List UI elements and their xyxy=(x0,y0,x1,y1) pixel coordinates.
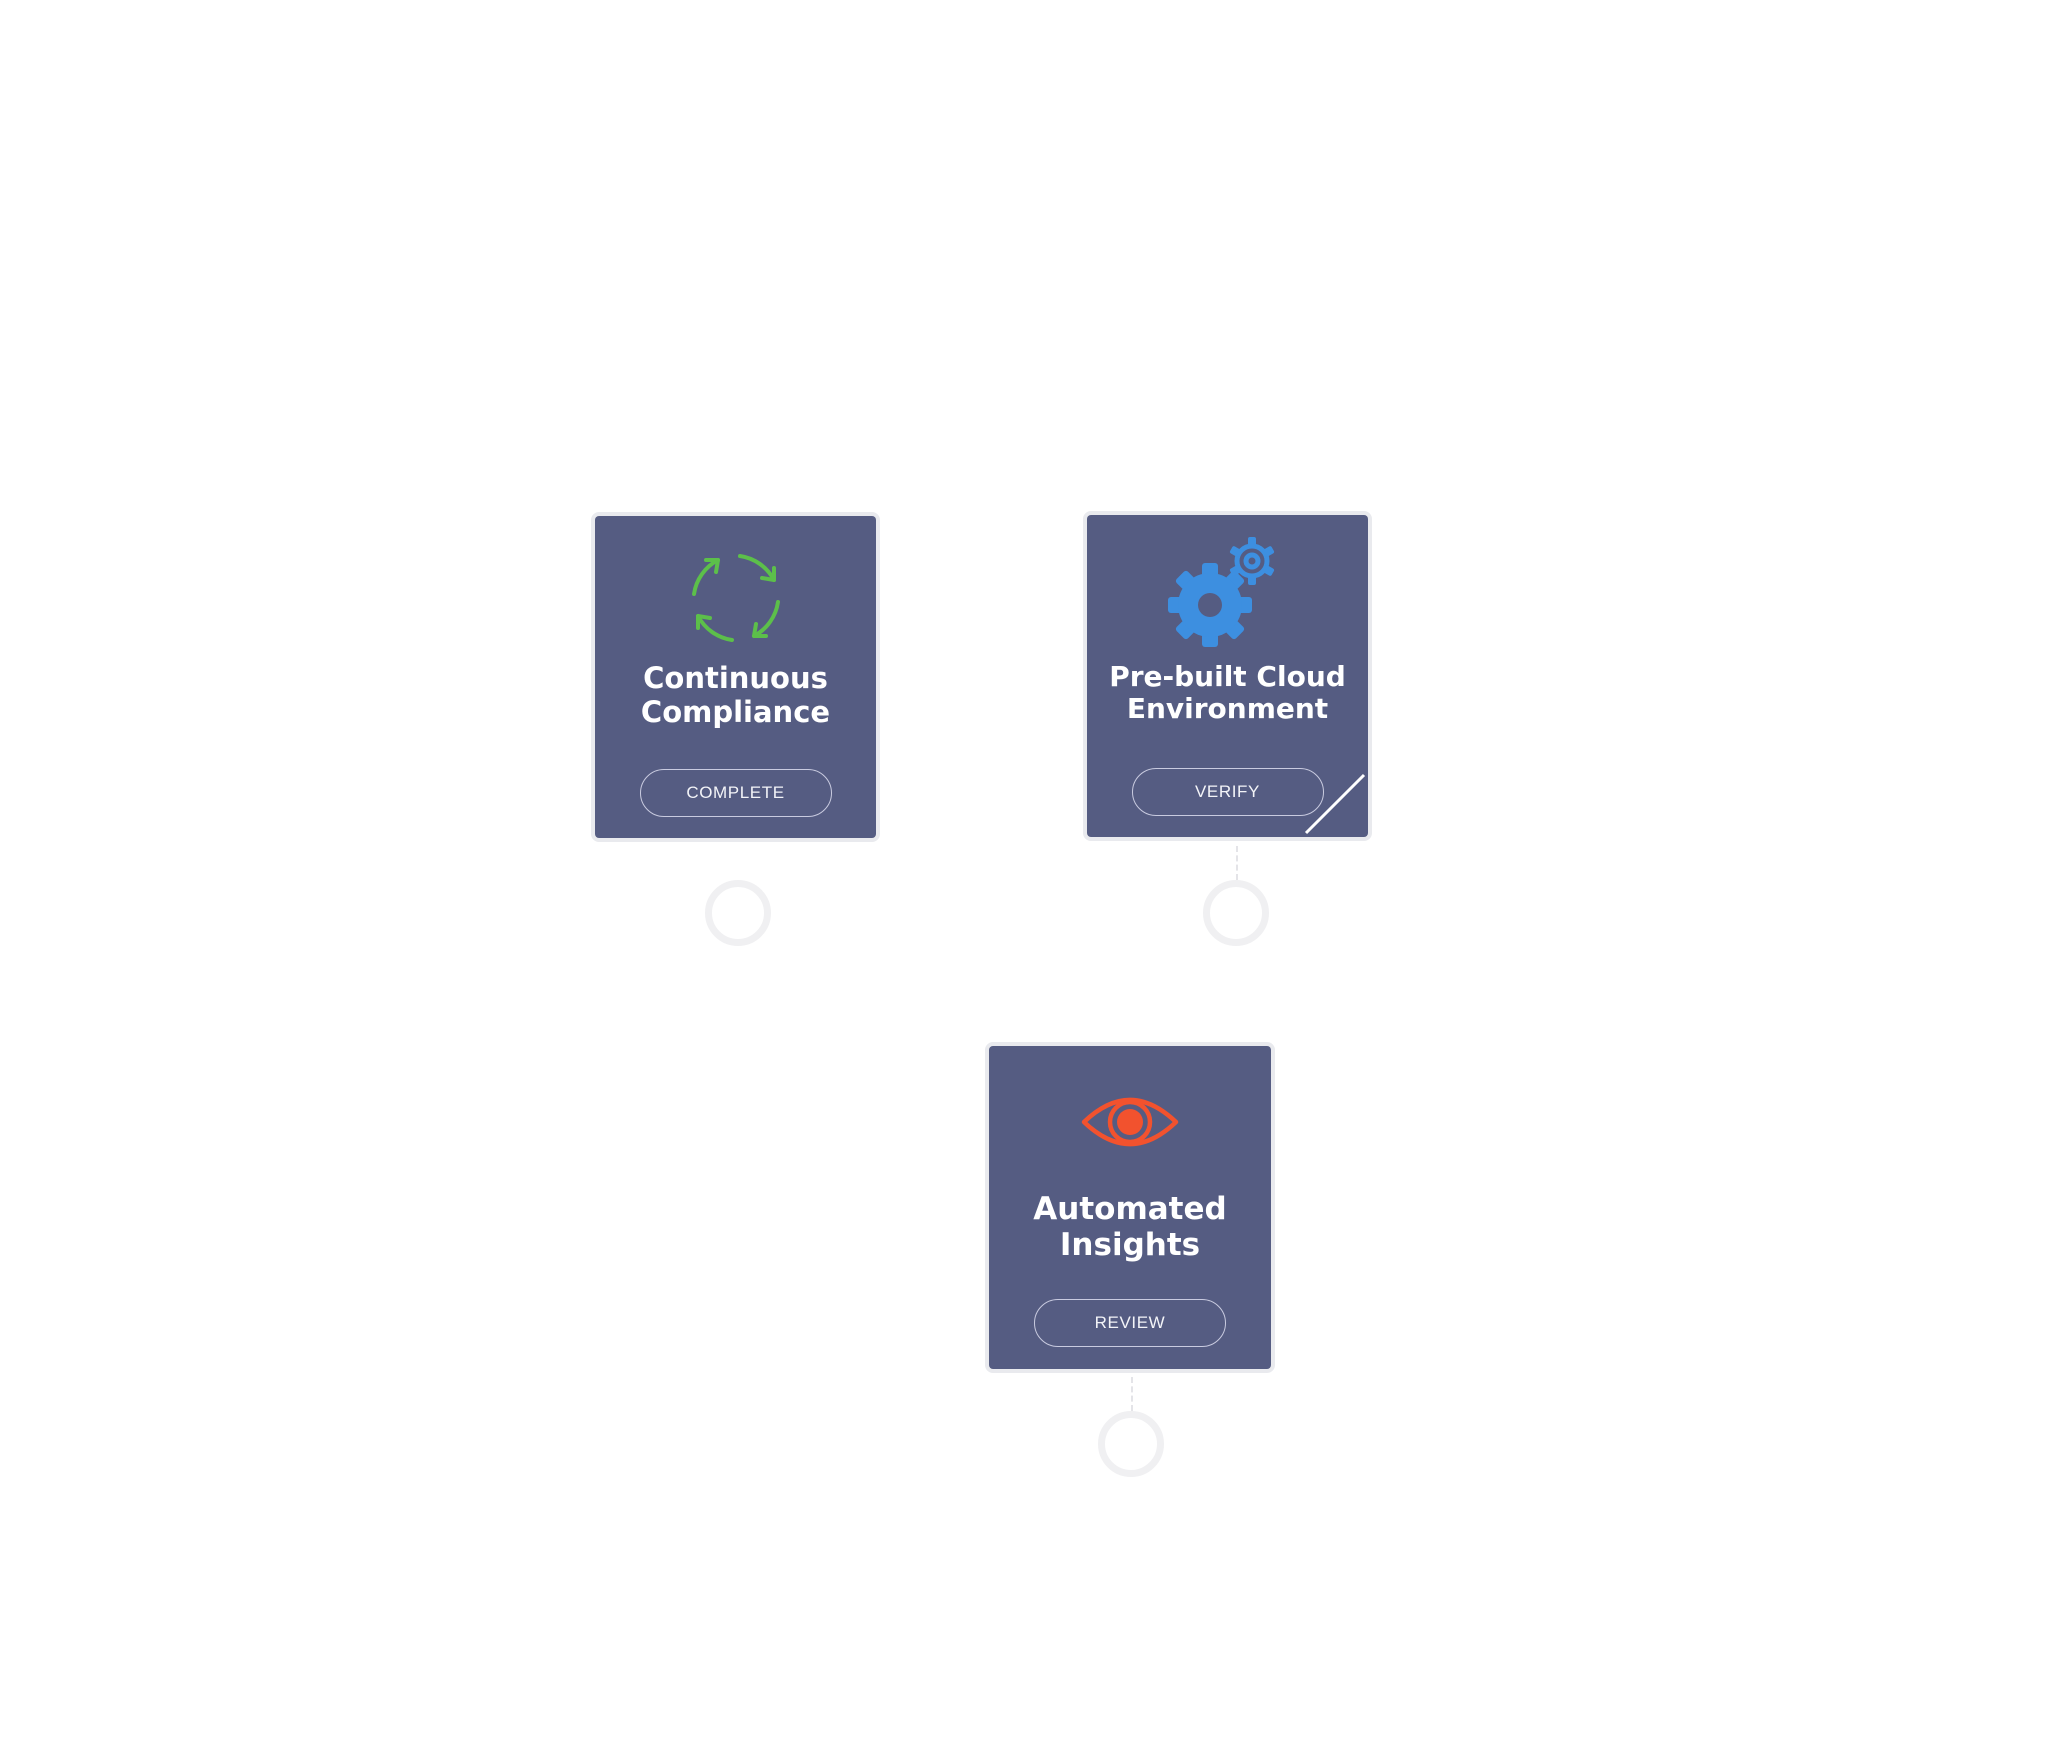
review-button[interactable]: REVIEW xyxy=(1034,1299,1226,1347)
status-ring xyxy=(1203,880,1269,946)
card-body: Continuous Compliance COMPLETE xyxy=(595,516,876,838)
card-prebuilt-cloud: Pre-built Cloud Environment VERIFY xyxy=(1083,511,1372,841)
card-title: Continuous Compliance xyxy=(640,661,831,729)
status-ring xyxy=(1098,1411,1164,1477)
card-title: Automated Insights xyxy=(1033,1191,1227,1263)
complete-button[interactable]: COMPLETE xyxy=(639,769,832,817)
refresh-cycle-icon xyxy=(678,540,794,656)
corner-fold-mark xyxy=(1304,773,1366,835)
connector-line xyxy=(1131,1377,1133,1411)
card-body: Automated Insights REVIEW xyxy=(989,1046,1271,1369)
status-ring xyxy=(705,880,771,946)
card-continuous-compliance: Continuous Compliance COMPLETE xyxy=(591,512,880,842)
card-body: Pre-built Cloud Environment VERIFY xyxy=(1087,515,1368,837)
eye-icon xyxy=(1080,1090,1180,1154)
gears-icon xyxy=(1167,535,1288,655)
card-title: Pre-built Cloud Environment xyxy=(1109,660,1346,726)
card-automated-insights: Automated Insights REVIEW xyxy=(985,1042,1275,1373)
verify-button[interactable]: VERIFY xyxy=(1131,768,1324,816)
connector-line xyxy=(1236,846,1238,880)
